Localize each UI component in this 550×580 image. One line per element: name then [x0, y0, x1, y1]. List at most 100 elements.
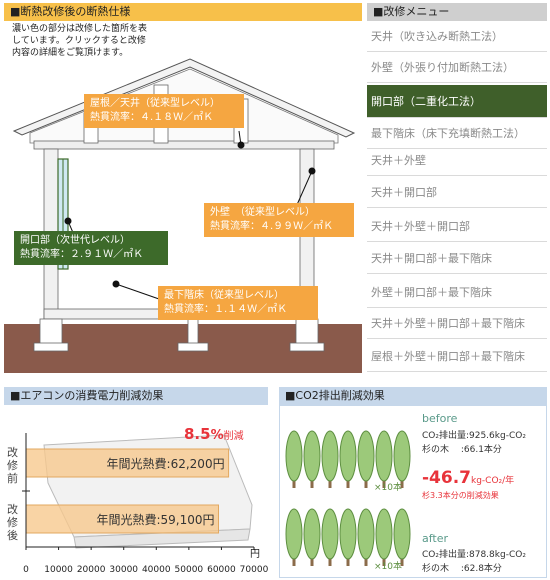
cedar-trunk: [382, 478, 386, 488]
menu-item-ceiling-opening-floor[interactable]: 天井＋開口部＋最下階床: [367, 243, 547, 274]
wall-callout[interactable]: 外壁 （従来型レベル） 熱貫流率：４.９９Ｗ／㎡Ｋ: [204, 203, 354, 237]
floor-callout[interactable]: 最下階床（従来型レベル） 熱貫流率：１.１４Ｗ／㎡Ｋ: [158, 286, 318, 320]
floor-leader-line: [115, 283, 160, 300]
cedar-trunk: [364, 478, 368, 488]
before-tree-equivalent: 杉の木 :66.1本分: [422, 445, 502, 455]
reduction-value: 8.5: [184, 425, 211, 443]
menu-item-ceiling-wall-opening[interactable]: 天井＋外壁＋開口部: [367, 211, 547, 242]
cedar-trunk: [310, 556, 314, 566]
menu-item-wall[interactable]: 外壁（外張り付加断熱工法）: [367, 52, 547, 83]
cedar-tree-icon: [303, 508, 321, 560]
co2-panel-header: ■CO2排出削減効果: [279, 387, 547, 405]
cedar-trunk: [346, 556, 350, 566]
footing-left: [33, 342, 69, 352]
x-axis-unit: 円: [250, 549, 260, 560]
co2-reduction-note: 杉3.3本分の削減効果: [422, 491, 499, 500]
wall-callout-name: 外壁 （従来型レベル）: [210, 207, 315, 218]
menu-item-ceiling[interactable]: 天井（吹き込み断熱工法）: [367, 21, 547, 52]
x-tick-label: 40000: [142, 565, 171, 575]
co2-panel: ×10本 ×10本 before CO₂排出量:925.6kg-CO₂ 杉の木 …: [279, 405, 547, 578]
cedar-tree-illustration: [285, 430, 411, 566]
cedar-tree-icon: [375, 508, 393, 560]
menu-item-wall-opening-floor[interactable]: 外壁＋開口部＋最下階床: [367, 277, 547, 308]
insulation-spec-header: ■断熱改修後の断熱仕様: [4, 3, 362, 21]
cost-bar-label: 年間光熱費:59,100円: [96, 512, 214, 527]
ceiling-beam: [33, 140, 335, 150]
before-row-label-text: 改修前: [7, 446, 18, 485]
cedar-tree-icon: [393, 508, 411, 560]
cedar-tree-icon: [285, 430, 303, 482]
cedar-trunk: [310, 478, 314, 488]
diagram-intro: 濃い色の部分は改修した箇所を表 しています。クリックすると改修 内容の詳細をご覧…: [12, 23, 212, 59]
after-tree-equivalent: 杉の木 :62.8本分: [422, 564, 502, 574]
x-tick-label: 10000: [44, 565, 73, 575]
cedar-trunk: [328, 478, 332, 488]
menu-item-ceiling-wall-opening-floor[interactable]: 天井＋外壁＋開口部＋最下階床: [367, 308, 547, 339]
after-row-label-text: 改修後: [7, 503, 18, 542]
after-emission: CO₂排出量:878.8kg-CO₂: [422, 550, 526, 560]
cedar-trunk: [382, 556, 386, 566]
cedar-tree-icon: [339, 508, 357, 560]
roof: [12, 58, 356, 138]
x-tick-label: 60000: [207, 565, 236, 575]
co2-panel-title: ■CO2排出削減効果: [285, 389, 385, 402]
cedar-trunk: [400, 556, 404, 566]
wall-leader-line: [295, 170, 313, 208]
tree-multiplier-after: ×10本: [374, 562, 402, 572]
cedar-tree-icon: [375, 430, 393, 482]
footing-right: [289, 342, 325, 352]
menu-item-ceiling-opening[interactable]: 天井＋開口部: [367, 177, 547, 208]
house-diagram: 濃い色の部分は改修した箇所を表 しています。クリックすると改修 内容の詳細をご覧…: [4, 21, 362, 373]
reduction-annotation: 8.5%削減: [184, 425, 244, 443]
opening-callout[interactable]: 開口部（次世代レベル） 熱貫流率：２.９１Ｗ／㎡Ｋ: [14, 231, 168, 265]
cedar-tree-icon: [285, 508, 303, 560]
x-tick-label: 50000: [175, 565, 204, 575]
menu-item-opening[interactable]: 開口部（二重化工法）: [367, 85, 547, 118]
cost-bar-label: 年間光熱費:62,200円: [107, 456, 225, 471]
floor-callout-name: 最下階床（従来型レベル）: [164, 290, 284, 301]
cedar-trunk: [292, 556, 296, 566]
opening-callout-name: 開口部（次世代レベル）: [20, 235, 130, 246]
insulation-spec-title: ■断熱改修後の断熱仕様: [10, 5, 131, 18]
cedar-trunk: [328, 556, 332, 566]
reduction-suffix: 削減: [223, 431, 244, 442]
wall-callout-value: 熱貫流率：４.９９Ｗ／㎡Ｋ: [210, 221, 334, 232]
co2-reduction: -46.7kg-CO₂/年: [422, 468, 514, 488]
roof-callout-name: 屋根／天井（従来型レベル）: [90, 98, 220, 109]
floor-leader-dot: [112, 280, 120, 288]
roof-callout[interactable]: 屋根／天井（従来型レベル） 熱貫流率：４.１８Ｗ／㎡Ｋ: [84, 94, 244, 128]
cedar-trunk: [346, 478, 350, 488]
after-label: after: [422, 532, 449, 545]
opening-callout-value: 熱貫流率：２.９１Ｗ／㎡Ｋ: [20, 249, 144, 260]
house-cross-section: [4, 58, 362, 373]
cedar-tree-icon: [393, 430, 411, 482]
x-tick-label: 70000: [240, 565, 269, 575]
ac-chart-panel: 改修前 改修後 8.5%削減 円 年間光熱費:62,200円年間光熱費:59,1…: [4, 405, 269, 580]
roof-callout-value: 熱貫流率：４.１８Ｗ／㎡Ｋ: [90, 112, 214, 123]
after-row-label: 改修後: [7, 503, 21, 542]
intro-line: しています。クリックすると改修: [12, 36, 146, 46]
menu-item-roof-wall-opening-floor[interactable]: 屋根＋外壁＋開口部＋最下階床: [367, 341, 547, 372]
before-label: before: [422, 412, 458, 425]
wall-leader-dot: [308, 167, 316, 175]
cedar-tree-icon: [357, 508, 375, 560]
menu-item-floor[interactable]: 最下階床（床下充填断熱工法）: [367, 118, 547, 149]
before-emission: CO₂排出量:925.6kg-CO₂: [422, 431, 526, 441]
floor-callout-value: 熱貫流率：１.１４Ｗ／㎡Ｋ: [164, 304, 288, 315]
co2-reduction-value: -46.7: [422, 468, 471, 488]
menu-item-ceiling-wall[interactable]: 天井＋外壁: [367, 145, 547, 176]
co2-reduction-unit: kg-CO₂/年: [471, 476, 515, 486]
x-tick-label: 0: [23, 565, 29, 575]
cedar-trunk: [292, 478, 296, 488]
cedar-trunk: [400, 478, 404, 488]
ac-panel-title: ■エアコンの消費電力削減効果: [10, 389, 164, 402]
intro-line: 内容の詳細をご覧頂けます。: [12, 48, 129, 58]
opening-leader-dot: [64, 217, 72, 225]
ac-panel-header: ■エアコンの消費電力削減効果: [4, 387, 268, 405]
roof-leader-dot: [237, 141, 245, 149]
cedar-tree-icon: [357, 430, 375, 482]
menu-title: ■改修メニュー: [373, 5, 450, 18]
reduction-unit: %: [210, 428, 224, 443]
x-tick-label: 30000: [109, 565, 138, 575]
cost-bar: [25, 448, 230, 478]
